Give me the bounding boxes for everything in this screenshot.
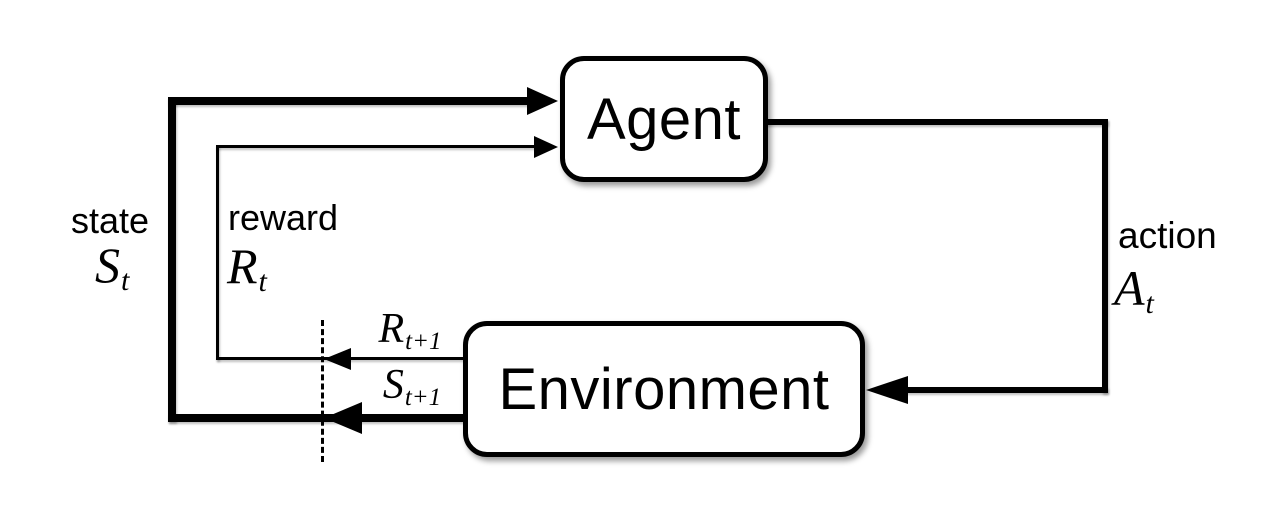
reward-symbol: Rt (227, 238, 267, 299)
action-symbol-subscript: t (1145, 287, 1154, 321)
environment-node: Environment (463, 321, 865, 457)
next-state-symbol: St+1 (382, 362, 442, 411)
next-state-symbol-subscript: t+1 (404, 384, 442, 411)
state-symbol-subscript: t (121, 264, 130, 298)
action-arrowhead-icon (866, 376, 908, 404)
next-state-line (168, 414, 463, 422)
reward-edge-label: reward (228, 197, 339, 238)
state-arrowhead-icon (527, 87, 558, 115)
action-edge-label: action (1118, 215, 1217, 256)
action-line-vertical (1102, 119, 1108, 393)
reward-line-top (216, 145, 536, 148)
reward-symbol-subscript: t (258, 265, 267, 299)
timestep-dashed-line (321, 320, 324, 462)
next-reward-symbol-subscript: t+1 (405, 328, 442, 355)
reward-line-vertical (216, 145, 219, 360)
action-symbol: At (1114, 260, 1154, 321)
state-line-vertical (168, 97, 176, 422)
environment-node-label: Environment (498, 356, 830, 422)
agent-node-label: Agent (586, 86, 742, 152)
reward-arrowhead-icon (534, 136, 558, 158)
state-symbol: St (95, 237, 130, 298)
state-line-top (168, 97, 532, 105)
next-reward-symbol: Rt+1 (378, 306, 442, 355)
next-state-arrowhead-icon (324, 402, 362, 434)
action-line-bottom (905, 387, 1108, 393)
agent-node: Agent (560, 56, 768, 182)
state-edge-label: state (70, 200, 150, 241)
next-reward-arrowhead-icon (324, 348, 351, 370)
action-line-top (766, 119, 1108, 125)
